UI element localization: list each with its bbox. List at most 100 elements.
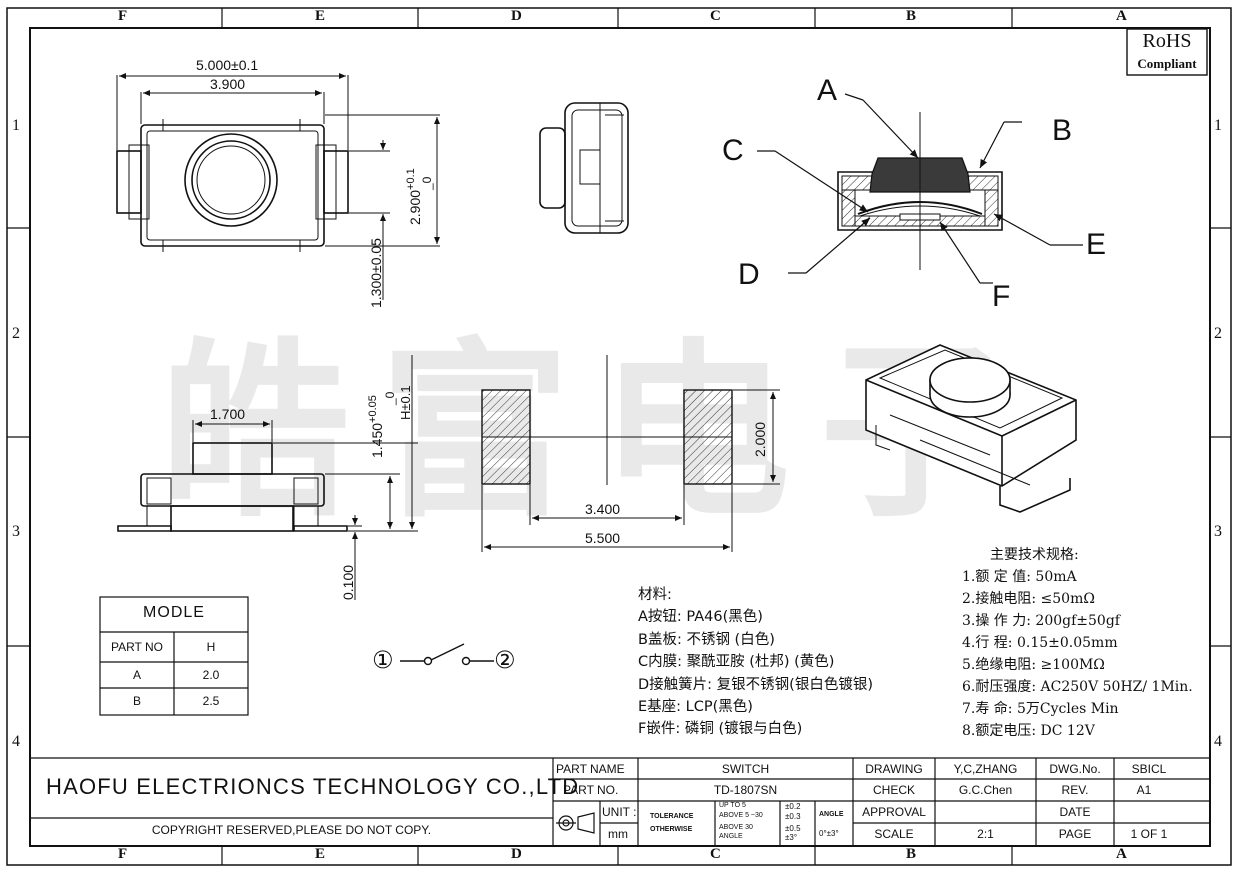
model-table-cell-b-h: 2.5: [202, 694, 220, 708]
front-view: [117, 442, 348, 532]
spec-line-1: 1.额 定 值: 50mA: [962, 569, 1077, 585]
model-table-cell-a: A: [132, 668, 141, 682]
title-block-grid: [30, 757, 1210, 846]
material-line-e: E基座: LCP(黑色): [638, 699, 753, 716]
cross-section-view: [757, 93, 1083, 284]
grid-col-top-a: A: [1116, 8, 1127, 24]
approval-label: APPROVAL: [862, 805, 926, 819]
dim-5500: 5.500: [585, 530, 621, 546]
spec-line-5: 5.绝缘电阻: ≥100MΩ: [962, 657, 1105, 673]
grid-row-right-3: 3: [1214, 523, 1222, 540]
grid-col-top-b: B: [906, 8, 917, 24]
tol-value-angle: ±3°: [785, 833, 798, 842]
dim-1300: 1.300±0.05: [368, 238, 384, 308]
grid-col-bottom-b: B: [906, 846, 917, 862]
dim-1700: 1.700: [210, 406, 246, 422]
grid-row-left-1: 1: [12, 117, 20, 134]
model-table-header-partno: PART NO: [110, 640, 163, 654]
material-line-a: A按钮: PA46(黑色): [638, 609, 763, 626]
switch-symbol-lines: [400, 643, 494, 666]
switch-terminal-1: ①: [372, 646, 394, 674]
grid-col-bottom-f: F: [118, 846, 128, 862]
rohs-label: RoHS: [1142, 30, 1192, 52]
isometric-view: [865, 344, 1077, 513]
scale-value: 2:1: [977, 827, 994, 841]
grid-col-bottom-d: D: [511, 846, 522, 862]
section-label-c: C: [722, 134, 744, 167]
tol-range-2: ABOVE 5 ~30: [719, 812, 763, 819]
part-no-label: PART NO.: [563, 783, 619, 797]
dwg-no-label: DWG.No.: [1049, 762, 1101, 776]
dwg-no-value: SBICL: [1131, 762, 1167, 776]
grid-row-left-4: 4: [12, 733, 20, 750]
specifications-list: 主要技术规格: 1.额 定 值: 50mA 2.接触电阻: ≤50mΩ 3.操 …: [962, 544, 1193, 742]
grid-col-top-d: D: [511, 8, 522, 24]
drawing-label: DRAWING: [865, 762, 923, 776]
check-label: CHECK: [872, 783, 915, 797]
tol-value-2: ±0.3: [785, 812, 801, 821]
angle-value: 0°±3°: [819, 829, 839, 838]
date-label: DATE: [1059, 805, 1091, 819]
spec-line-3: 3.操 作 力: 200gf±50gf: [962, 613, 1120, 629]
grid-col-top-f: F: [118, 8, 128, 24]
company-name: HAOFU ELECTRIONCS TECHNOLOGY CO.,LTD: [46, 774, 580, 799]
page-value: 1 OF 1: [1130, 827, 1168, 841]
dim-3400: 3.400: [585, 501, 621, 517]
column-ticks: [7, 8, 1231, 865]
spec-line-2: 2.接触电阻: ≤50mΩ: [962, 591, 1095, 607]
grid-row-right-4: 4: [1214, 733, 1222, 750]
section-label-d: D: [738, 258, 760, 291]
check-value: G.C.Chen: [958, 783, 1013, 797]
drawing-value: Y,C,ZHANG: [953, 762, 1018, 776]
tol-range-3: ABOVE 30: [719, 824, 753, 831]
material-line-f: F嵌件: 磷铜 (镀银与白色): [638, 721, 803, 738]
dim-0100: 0.100: [340, 564, 356, 600]
materials-list: 材料: A按钮: PA46(黑色) B盖板: 不锈钢 (白色) C内膜: 聚酰亚…: [638, 584, 873, 741]
dim-h: H±0.1: [398, 385, 413, 420]
model-table-cell-b: B: [132, 694, 141, 708]
material-line-c: C内膜: 聚酰亚胺 (杜邦) (黄色): [638, 654, 835, 671]
grid-col-bottom-a: A: [1116, 846, 1127, 862]
part-no-value: TD-1807SN: [713, 783, 778, 797]
material-line-d: D接触簧片: 复银不锈钢(银白色镀银): [638, 676, 873, 693]
rohs-compliant-label: Compliant: [1137, 56, 1197, 71]
spec-line-8: 8.额定电压: DC 12V: [962, 723, 1095, 739]
dim-1450-tol-lower: _0: [383, 391, 397, 405]
grid-row-left-3: 3: [12, 523, 20, 540]
tol-value-1: ±0.2: [785, 802, 801, 811]
dim-width-total: 5.000±0.1: [196, 57, 259, 73]
grid-col-bottom-e: E: [315, 846, 326, 862]
otherwise-label: OTHERWISE: [650, 826, 693, 833]
angle-label: ANGLE: [819, 811, 844, 818]
part-name-value: SWITCH: [721, 762, 770, 776]
grid-row-right-2: 2: [1214, 325, 1222, 342]
section-label-b: B: [1052, 114, 1073, 147]
top-view-dimensions: [116, 73, 440, 300]
part-name-label: PART NAME: [556, 762, 625, 776]
grid-col-top-c: C: [710, 8, 721, 24]
tol-value-3: ±0.5: [785, 824, 801, 833]
rev-label: REV.: [1061, 783, 1089, 797]
model-table-header-h: H: [206, 640, 216, 654]
grid-col-bottom-c: C: [710, 846, 721, 862]
grid-row-right-1: 1: [1214, 117, 1222, 134]
dim-2000: 2.000: [752, 421, 768, 457]
scale-label: SCALE: [874, 827, 914, 841]
tol-range-1: UP TO 5: [719, 802, 746, 809]
spec-line-6: 6.耐压强度: AC250V 50HZ/ 1Min.: [962, 679, 1193, 695]
side-profile-view: [539, 102, 629, 234]
rev-value: A1: [1136, 783, 1152, 797]
switch-terminal-2: ②: [494, 646, 516, 674]
material-line-b: B盖板: 不锈钢 (白色): [638, 631, 775, 648]
model-table-grid: [99, 596, 249, 716]
top-view: [116, 119, 349, 252]
model-table-cell-a-h: 2.0: [202, 668, 220, 682]
grid-col-top-e: E: [315, 8, 326, 24]
section-label-e: E: [1086, 228, 1107, 261]
tol-range-angle: ANGLE: [719, 833, 743, 840]
unit-value: mm: [608, 827, 628, 841]
section-label-a: A: [817, 74, 838, 107]
spec-line-7: 7.寿 命: 5万Cycles Min: [962, 701, 1119, 717]
